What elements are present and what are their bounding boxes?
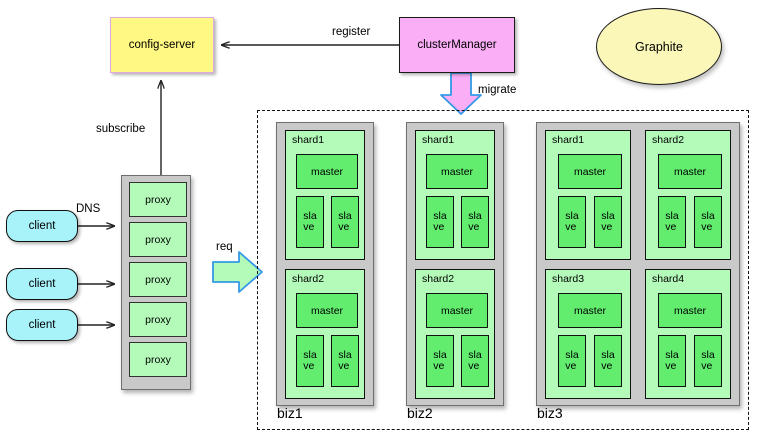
master-node[interactable]: master [558,293,622,328]
edge-label-req: req [216,241,233,253]
master-node[interactable]: master [296,293,358,328]
edge-label-subscribe: subscribe [96,123,146,135]
shard-title: shard2 [652,134,685,146]
client-label: client [28,319,56,331]
node-cluster-manager[interactable]: clusterManager [399,17,515,73]
config-server-label: config-server [128,39,196,51]
node-graphite[interactable]: Graphite [596,8,722,85]
master-node[interactable]: master [426,154,488,189]
node-proxy-2[interactable]: proxy [129,222,187,257]
node-client-1[interactable]: client [6,210,78,242]
edge-label-migrate: migrate [478,84,517,96]
biz-label-biz2: biz2 [407,405,433,421]
cluster-boundary [257,110,749,430]
node-proxy-3[interactable]: proxy [129,262,187,297]
shard-title: shard1 [292,134,325,146]
master-node[interactable]: master [658,154,722,189]
shard-title: shard2 [292,273,325,285]
node-proxy-4[interactable]: proxy [129,302,187,337]
shard-title: shard4 [652,273,685,285]
shard-title: shard2 [422,273,455,285]
master-node[interactable]: master [426,293,488,328]
client-label: client [28,278,56,290]
shard-title: shard1 [552,134,585,146]
edge-label-register: register [332,26,371,38]
master-node[interactable]: master [658,293,722,328]
node-client-2[interactable]: client [6,268,78,300]
proxy-label: proxy [145,313,171,326]
shard-title: shard3 [552,273,585,285]
req-block-arrow [212,251,263,293]
biz-label-biz1: biz1 [277,405,303,421]
master-node[interactable]: master [558,154,622,189]
edge-label-dns: DNS [76,203,101,215]
cluster-manager-label: clusterManager [417,39,497,51]
node-proxy-5[interactable]: proxy [129,342,187,377]
client-label: client [28,220,56,232]
proxy-label: proxy [145,233,171,246]
node-proxy-1[interactable]: proxy [129,182,187,217]
biz-label-biz3: biz3 [537,405,563,421]
proxy-label: proxy [145,353,171,366]
migrate-block-arrow [440,72,482,115]
shard-title: shard1 [422,134,455,146]
proxy-label: proxy [145,193,171,206]
node-client-3[interactable]: client [6,309,78,341]
proxy-cluster-container: proxy proxy proxy proxy proxy [121,175,191,390]
master-node[interactable]: master [296,154,358,189]
node-config-server[interactable]: config-server [110,17,214,73]
graphite-label: Graphite [635,39,683,54]
proxy-label: proxy [145,273,171,286]
